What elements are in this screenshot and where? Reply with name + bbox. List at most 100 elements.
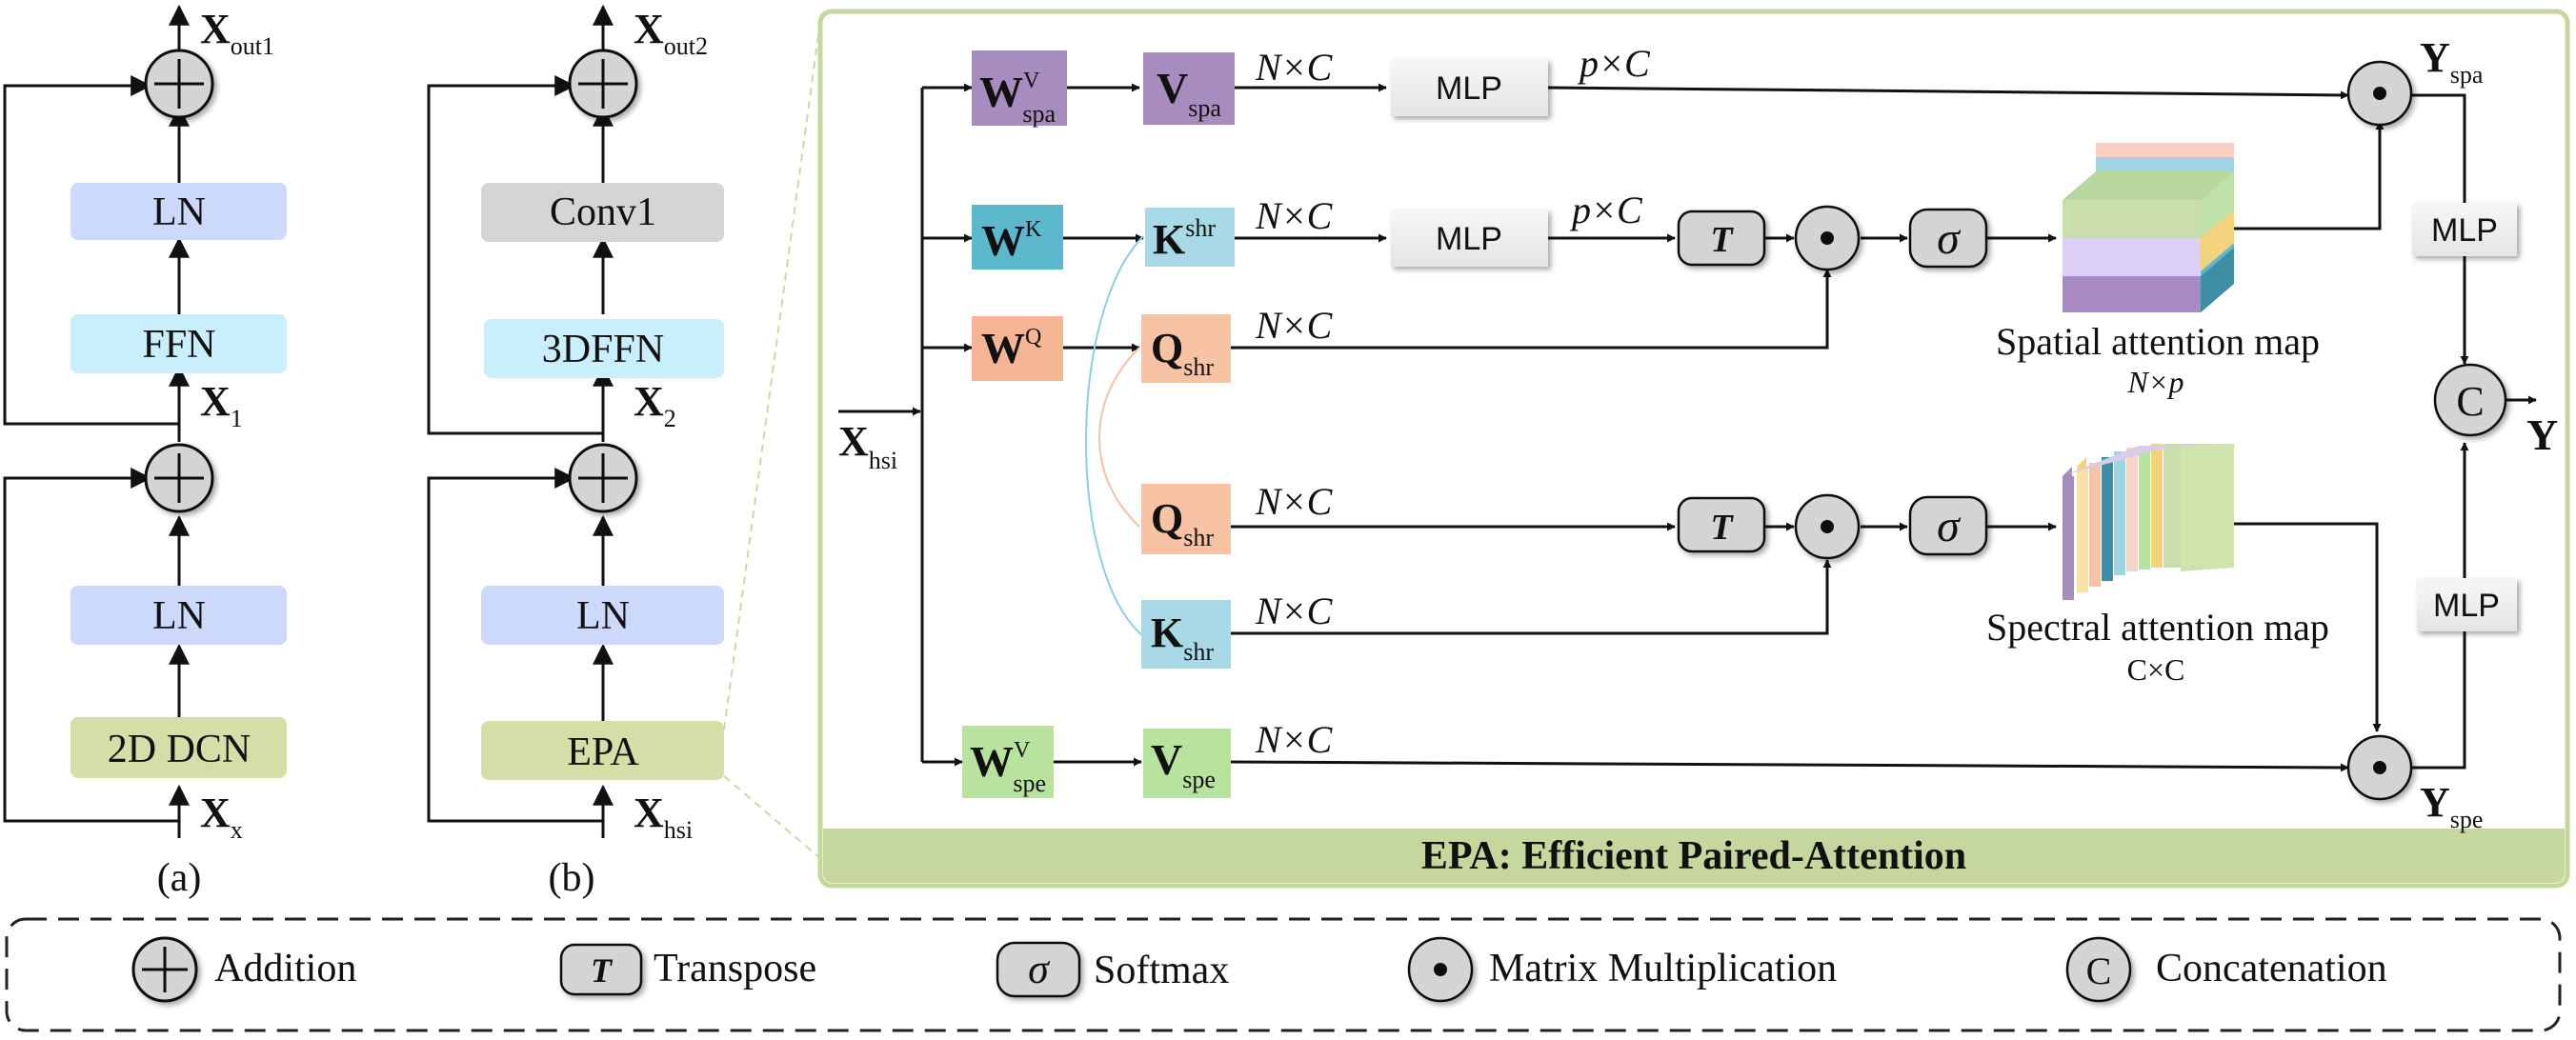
legend-transpose-icon <box>559 943 643 996</box>
epa-panel <box>817 9 2570 889</box>
mlp-right-top-label: MLP <box>2431 212 2498 249</box>
legend-matmul-label: Matrix Multiplication <box>1489 947 1837 990</box>
concat-op <box>2433 363 2507 437</box>
mlp-k-label: MLP <box>1436 221 1502 257</box>
block-a <box>3 4 190 838</box>
matmul-op-y-spa <box>2346 60 2413 127</box>
ln-top-a <box>70 183 287 240</box>
legend-transpose-symbol: T <box>591 951 614 990</box>
ln-b-label: LN <box>576 594 630 638</box>
ffn-a <box>70 314 287 373</box>
transpose-spatial-label: T <box>1710 220 1734 260</box>
legend-concat-icon <box>2065 936 2132 1003</box>
x-out2-label: Xout2 <box>634 6 708 60</box>
ln-b <box>481 586 724 645</box>
ln-bottom-a-label: LN <box>152 594 206 638</box>
k-shr-bottom-label: Kshr <box>1151 610 1214 666</box>
v-spa-label: Vspa <box>1157 64 1221 122</box>
k-shr-top-label: Kshr <box>1153 214 1216 263</box>
k-shr-bottom-box <box>1141 600 1231 669</box>
legend-transpose-label: Transpose <box>654 947 816 990</box>
w-k-label: WK <box>981 216 1042 265</box>
shared-k-link <box>1085 235 1144 637</box>
softmax-spatial-label: σ <box>1937 213 1962 264</box>
block-b <box>427 4 614 838</box>
x2-label: X2 <box>634 378 676 432</box>
epa-b-label: EPA <box>567 730 639 774</box>
concat-op-label: C <box>2456 378 2484 425</box>
transpose-op-spectral <box>1677 496 1766 553</box>
matmul-op-y-spe <box>2346 734 2413 801</box>
v-spe-label: Vspe <box>1151 735 1216 793</box>
conv1-b <box>481 183 724 242</box>
y-out-label: Y <box>2526 410 2558 459</box>
q-shr-top-label: Qshr <box>1151 325 1214 381</box>
ffn-a-label: FFN <box>142 323 215 367</box>
mlp-right-top-box <box>2412 203 2517 256</box>
epa-b <box>481 721 724 780</box>
dim-q-shr-top: N×C <box>1255 304 1334 347</box>
spatial-map-label: Spatial attention map <box>1996 320 2320 363</box>
xx-label: Xx <box>200 790 243 844</box>
add-op-b-top <box>568 49 638 119</box>
transpose-op-spatial <box>1677 210 1766 267</box>
xhsi-b-label: Xhsi <box>634 790 693 844</box>
matmul-op-spatial <box>1794 205 1861 271</box>
dcn-a-label: 2D DCN <box>108 728 252 771</box>
softmax-spectral-label: σ <box>1937 501 1962 551</box>
y-spe-label: Yspe <box>2420 779 2483 833</box>
mlp-spa-box <box>1391 59 1548 116</box>
legend-softmax-label: Softmax <box>1094 949 1229 992</box>
spectral-attention-map <box>2063 444 2234 600</box>
ln-top-a-label: LN <box>152 190 206 234</box>
mlp-right-bottom-box <box>2417 578 2517 631</box>
conv1-b-label: Conv1 <box>550 190 656 234</box>
legend-addition-label: Addition <box>214 947 356 990</box>
dim-q-shr-bottom: N×C <box>1255 480 1334 523</box>
legend-concat-symbol: C <box>2086 950 2112 992</box>
epa-title: EPA: Efficient Paired-Attention <box>1421 834 1966 878</box>
add-op-b-bottom <box>568 443 638 513</box>
softmax-op-spectral <box>1908 495 1988 556</box>
w-k-box <box>972 205 1063 270</box>
w-spa-box <box>972 50 1067 126</box>
x1-label: X1 <box>200 378 243 432</box>
softmax-op-spatial <box>1908 208 1988 269</box>
w-q-box <box>972 316 1063 381</box>
caption-a: (a) <box>157 856 202 900</box>
shared-q-link <box>1098 347 1140 528</box>
v-spe-box <box>1143 729 1231 798</box>
ffn3d-b <box>484 319 724 378</box>
spatial-attention-map <box>2063 143 2234 312</box>
dim-k-shr-bottom: N×C <box>1255 590 1334 632</box>
legend-softmax-symbol: σ <box>1028 946 1051 992</box>
zoom-guide-bottom <box>723 775 822 860</box>
v-spa-box <box>1143 52 1235 125</box>
xhsi-epa-label: Xhsi <box>838 418 897 474</box>
ffn3d-b-label: 3DFFN <box>542 328 664 371</box>
dcn-a <box>70 717 287 778</box>
spectral-map-label: Spectral attention map <box>1986 606 2329 649</box>
spectral-map-dim: C×C <box>2127 652 2185 687</box>
q-shr-top-box <box>1141 314 1231 383</box>
caption-b: (b) <box>549 856 595 900</box>
dim-v-spe: N×C <box>1255 718 1334 761</box>
mlp-spa-label: MLP <box>1436 70 1502 107</box>
mlp-k-box <box>1391 210 1548 267</box>
dim-v-spa: N×C <box>1255 46 1334 89</box>
w-spe-box <box>962 726 1054 798</box>
matmul-op-spectral <box>1794 493 1861 560</box>
dim-mlp-spa-out: p×C <box>1577 42 1651 85</box>
epa-title-band <box>823 829 2565 883</box>
mlp-right-bottom-label: MLP <box>2433 588 2500 624</box>
legend-softmax-icon <box>996 941 1081 998</box>
x-out1-label: Xout1 <box>200 6 274 60</box>
add-op-a-bottom <box>144 443 214 513</box>
k-shr-top-box <box>1145 208 1235 267</box>
transpose-spectral-label: T <box>1710 508 1734 548</box>
add-op-a-top <box>144 49 214 119</box>
spatial-map-dim: N×p <box>2127 365 2184 399</box>
